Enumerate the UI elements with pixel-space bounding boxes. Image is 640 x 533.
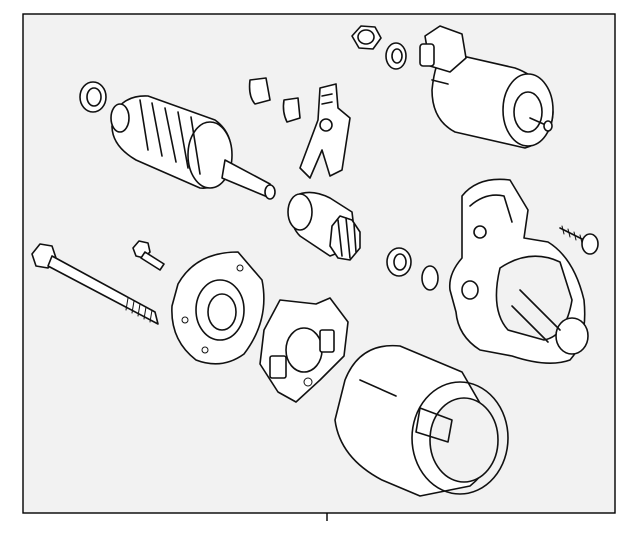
armature-icon xyxy=(110,95,276,200)
solenoid-icon xyxy=(419,25,554,149)
nut-icon xyxy=(351,25,382,50)
brush-icon xyxy=(248,77,301,123)
washer-icon xyxy=(385,42,407,70)
yoke-icon xyxy=(334,344,509,497)
through-bolt-icon xyxy=(31,243,159,325)
seal-ring-icon xyxy=(79,81,107,113)
shift-lever-icon xyxy=(299,83,351,179)
small-bolt-icon xyxy=(132,240,165,271)
retaining-ring-icon xyxy=(386,247,439,291)
screw-icon xyxy=(559,225,599,255)
end-plate-icon xyxy=(171,251,265,365)
pinion-gear-icon xyxy=(287,191,361,261)
front-housing-icon xyxy=(448,178,589,364)
brush-holder-icon xyxy=(259,297,349,403)
